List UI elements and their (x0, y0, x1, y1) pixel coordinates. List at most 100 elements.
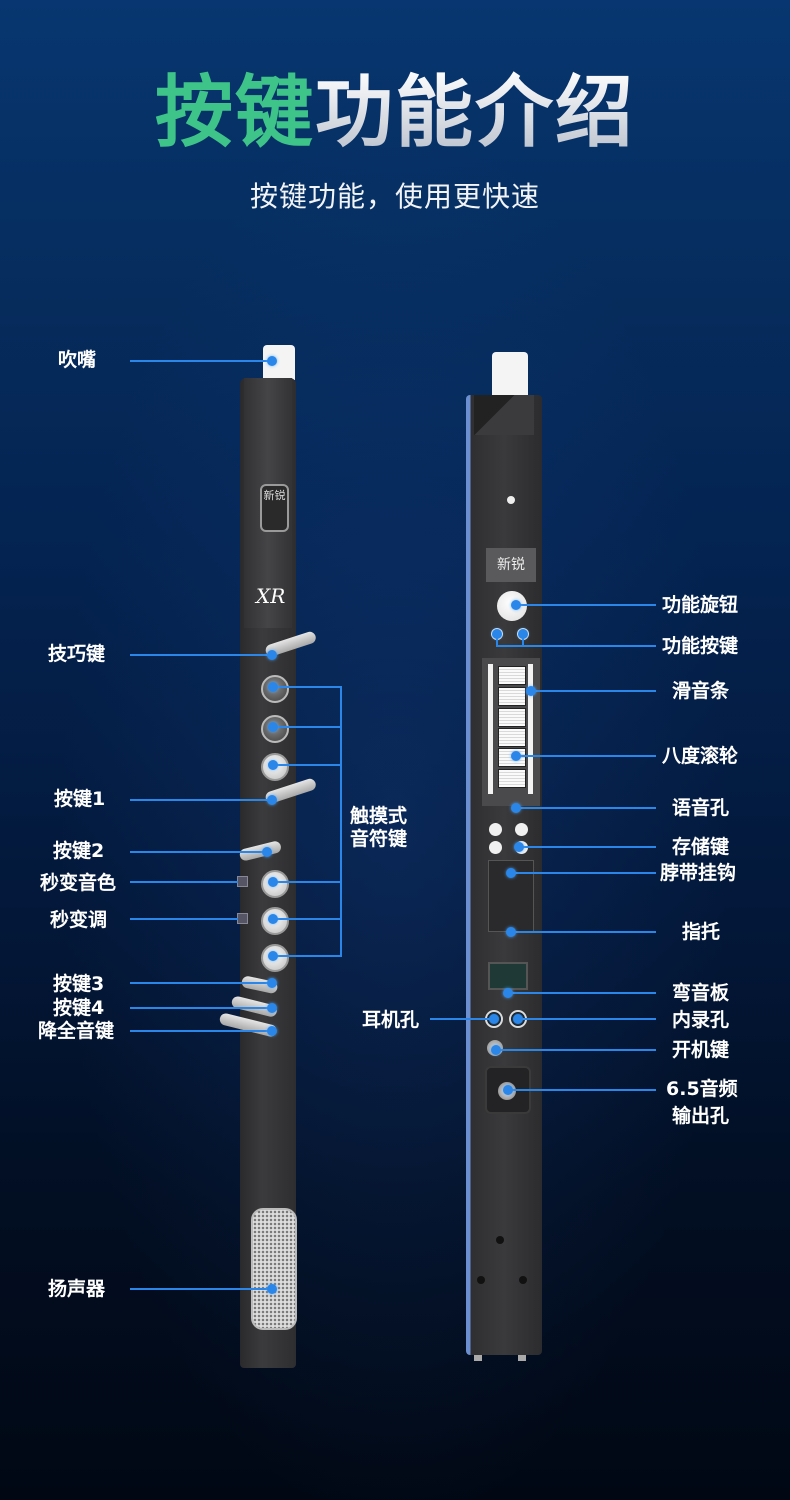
back-button[interactable] (489, 841, 502, 854)
octave-wheel-segment[interactable] (498, 666, 526, 685)
callout-dot (503, 988, 513, 998)
bracket-line (273, 918, 341, 920)
back-mouthpiece (492, 352, 528, 397)
slide-panel (482, 658, 540, 806)
slide-bar-left[interactable] (488, 664, 493, 794)
label-key2: 按键2 (53, 840, 105, 862)
label-power-key: 开机键 (672, 1039, 730, 1061)
callout-line (130, 1007, 272, 1009)
label-save-key: 存储键 (672, 836, 730, 858)
callout-dot (513, 1014, 523, 1024)
back-screen (488, 962, 528, 990)
octave-wheel-segment[interactable] (498, 769, 526, 788)
back-button[interactable] (489, 823, 502, 836)
callout-line (516, 755, 656, 757)
callout-line (519, 846, 656, 848)
label-internal-record: 内录孔 (672, 1009, 730, 1031)
callout-dot (511, 600, 521, 610)
label-technique-key: 技巧键 (48, 643, 106, 665)
callout-line (516, 604, 656, 606)
callout-line (518, 1018, 656, 1020)
callout-line (130, 982, 272, 984)
callout-dot (511, 751, 521, 761)
instant-timbre-button[interactable] (237, 876, 248, 887)
callout-dot (267, 356, 277, 366)
label-audio-out-2: 输出孔 (672, 1105, 730, 1127)
front-body (240, 378, 296, 1368)
screw-hole (496, 1236, 504, 1244)
callout-dot (267, 795, 277, 805)
callout-dot (514, 842, 524, 852)
callout-line (516, 807, 656, 809)
bracket-line (273, 764, 341, 766)
callout-line (130, 360, 272, 362)
screw-hole (477, 1276, 485, 1284)
label-flat-key: 降全音键 (38, 1020, 115, 1042)
callout-line (130, 918, 238, 920)
speaker-grille (251, 1208, 297, 1330)
callout-dot (268, 951, 278, 961)
octave-wheel-segment[interactable] (498, 728, 526, 747)
label-speaker: 扬声器 (48, 1278, 106, 1300)
label-function-knob: 功能旋钮 (662, 594, 739, 616)
title-highlight: 按键 (154, 68, 315, 158)
label-instant-timbre: 秒变音色 (40, 872, 117, 894)
callout-dot (267, 978, 277, 988)
callout-dot (268, 760, 278, 770)
callout-dot (503, 1085, 513, 1095)
callout-dot (506, 927, 516, 937)
label-touch-keys-1: 触摸式 (350, 805, 408, 827)
instant-key-button[interactable] (237, 913, 248, 924)
callout-dot (511, 803, 521, 813)
callout-line (130, 881, 238, 883)
foot (474, 1355, 482, 1361)
page-title: 按键功能介绍 (0, 50, 790, 162)
label-pitch-bend: 弯音板 (672, 982, 730, 1004)
callout-dot (267, 1003, 277, 1013)
label-function-buttons: 功能按键 (662, 635, 739, 657)
callout-line (130, 1030, 272, 1032)
callout-dot (268, 682, 278, 692)
callout-dot (518, 629, 528, 639)
octave-wheel-segment[interactable] (498, 687, 526, 706)
screw-hole (519, 1276, 527, 1284)
callout-line (130, 799, 272, 801)
callout-dot (526, 686, 536, 696)
touch-key-1[interactable] (261, 675, 289, 703)
page-subtitle: 按键功能，使用更快速 (249, 180, 540, 213)
label-octave-wheel: 八度滚轮 (662, 745, 739, 767)
callout-line (496, 1049, 656, 1051)
back-indicator (507, 496, 515, 504)
back-brand-badge: 新锐 (486, 548, 536, 582)
label-instant-key: 秒变调 (50, 909, 108, 931)
callout-dot (268, 914, 278, 924)
callout-vline (496, 634, 498, 646)
label-key1: 按键1 (54, 788, 106, 810)
octave-wheel-segment[interactable] (498, 708, 526, 727)
bracket-line (273, 881, 341, 883)
label-thumb-rest: 指托 (682, 921, 721, 943)
callout-line (508, 1089, 656, 1091)
xr-logo: XR (256, 584, 286, 608)
callout-line (531, 690, 656, 692)
foot (518, 1355, 526, 1361)
label-key4: 按键4 (53, 997, 105, 1019)
back-button[interactable] (515, 823, 528, 836)
callout-line (130, 851, 267, 853)
callout-line (430, 1018, 494, 1020)
back-top-cap (474, 395, 534, 435)
callout-dot (268, 877, 278, 887)
label-touch-keys-2: 音符键 (350, 828, 408, 850)
bracket-vline (340, 686, 342, 957)
label-voice-hole: 语音孔 (672, 797, 730, 819)
title-rest: 功能介绍 (315, 68, 636, 158)
slide-bar-right[interactable] (528, 664, 533, 794)
callout-line (511, 872, 656, 874)
callout-line (508, 992, 656, 994)
callout-dot (262, 847, 272, 857)
label-slide-bar: 滑音条 (672, 680, 730, 702)
bracket-line (273, 955, 341, 957)
label-key3: 按键3 (53, 973, 105, 995)
callout-dot (268, 722, 278, 732)
callout-dot (267, 1284, 277, 1294)
